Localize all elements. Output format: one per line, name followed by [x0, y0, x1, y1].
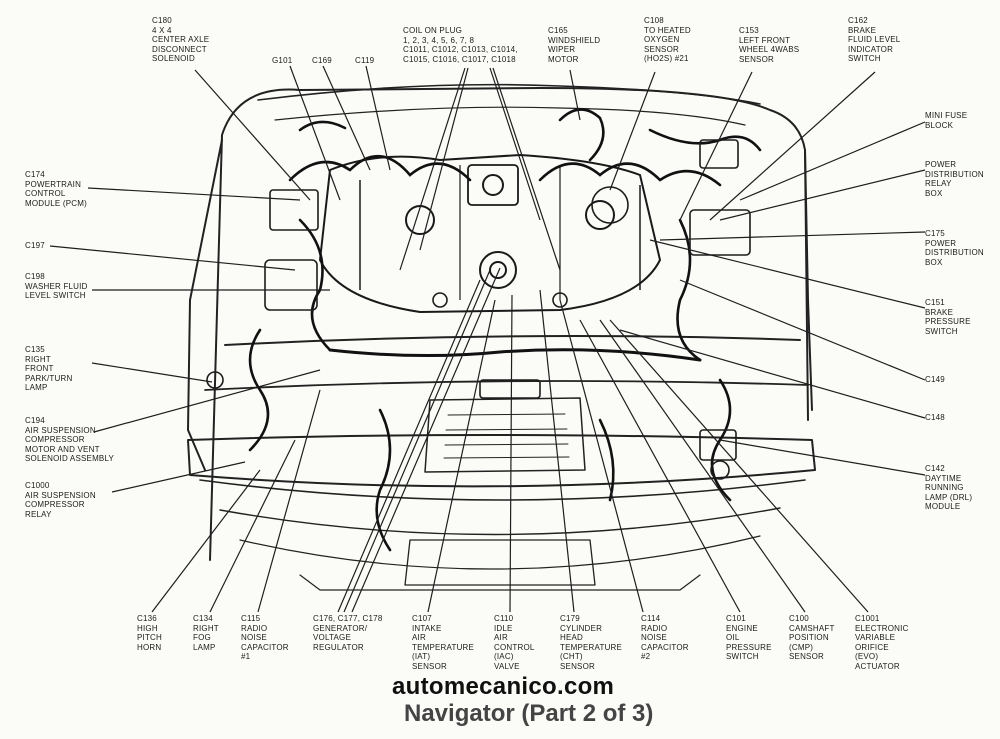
- label-c1000: C1000 AIR SUSPENSION COMPRESSOR RELAY: [25, 481, 96, 519]
- label-c194: C194 AIR SUSPENSION COMPRESSOR MOTOR AND…: [25, 416, 115, 463]
- label-c136: C136 HIGH PITCH HORN: [137, 614, 162, 652]
- label-c134: C134 RIGHT FOG LAMP: [193, 614, 219, 652]
- cowl: [257, 83, 761, 105]
- radiator-support: [224, 335, 801, 346]
- label-c142: C142 DAYTIME RUNNING LAMP (DRL) MODULE: [925, 464, 973, 511]
- label-c197: C197: [25, 241, 45, 250]
- label-c107: C107 INTAKE AIR TEMPERATURE (IAT) SENSOR: [412, 614, 475, 671]
- engine-block: [318, 153, 662, 314]
- label-c100: C100 CAMSHAFT POSITION (CMP) SENSOR: [789, 614, 835, 661]
- leader-lines: [49, 65, 926, 613]
- label-coil-on-plug: COIL ON PLUG 1, 2, 3, 4, 5, 6, 7, 8 C101…: [403, 26, 518, 64]
- label-g101: G101: [272, 56, 293, 65]
- label-c1001: C1001 ELECTRONIC VARIABLE ORIFICE (EVO) …: [855, 614, 909, 671]
- label-c119: C119: [355, 56, 375, 65]
- power-distribution-box: [689, 209, 751, 256]
- license-plate-area: [404, 539, 596, 586]
- label-c135: C135 RIGHT FRONT PARK/TURN LAMP: [25, 345, 73, 392]
- label-c153: C153 LEFT FRONT WHEEL 4WABS SENSOR: [739, 26, 800, 64]
- label-c175: C175 POWER DISTRIBUTION BOX: [925, 229, 984, 267]
- pcm-box: [269, 189, 319, 231]
- label-c198: C198 WASHER FLUID LEVEL SWITCH: [25, 272, 88, 300]
- label-mini-fuse-block: MINI FUSE BLOCK: [925, 111, 968, 130]
- washer-reservoir: [264, 259, 318, 311]
- label-c114: C114 RADIO NOISE CAPACITOR #2: [641, 614, 689, 661]
- label-power-distribution-relay-box: POWER DISTRIBUTION RELAY BOX: [925, 160, 984, 198]
- drl-module: [699, 429, 737, 461]
- label-c101: C101 ENGINE OIL PRESSURE SWITCH: [726, 614, 772, 661]
- watermark-text: automecanico.com: [392, 673, 615, 700]
- left-fender: [804, 149, 813, 411]
- label-c149: C149: [925, 375, 945, 384]
- label-c151: C151 BRAKE PRESSURE SWITCH: [925, 298, 971, 336]
- label-c179: C179 CYLINDER HEAD TEMPERATURE (CHT) SEN…: [560, 614, 623, 671]
- diagram-caption: Navigator (Part 2 of 3): [404, 700, 654, 727]
- label-c108: C108 TO HEATED OXYGEN SENSOR (HO2S) #21: [644, 16, 691, 63]
- label-c165: C165 WINDSHIELD WIPER MOTOR: [548, 26, 601, 64]
- label-c115: C115 RADIO NOISE CAPACITOR #1: [241, 614, 289, 661]
- label-c176-c177-c178: C176, C177, C178 GENERATOR/ VOLTAGE REGU…: [313, 614, 383, 652]
- right-fender: [187, 139, 223, 471]
- label-c162: C162 BRAKE FLUID LEVEL INDICATOR SWITCH: [848, 16, 901, 63]
- label-c174: C174 POWERTRAIN CONTROL MODULE (PCM): [25, 170, 87, 208]
- label-c110: C110 IDLE AIR CONTROL (IAC) VALVE: [494, 614, 535, 671]
- label-c169: C169: [312, 56, 332, 65]
- label-c180: C180 4 X 4 CENTER AXLE DISCONNECT SOLENO…: [152, 16, 210, 63]
- label-c148: C148: [925, 413, 945, 422]
- front-bumper: [187, 434, 816, 488]
